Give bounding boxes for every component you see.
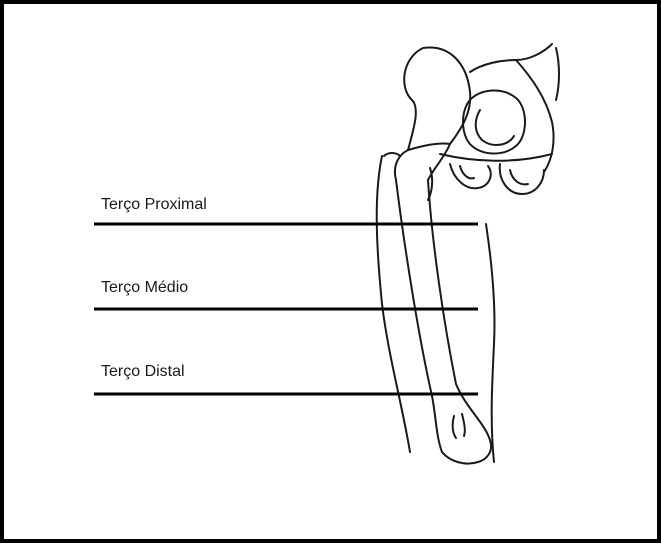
- ischium-inner: [510, 170, 528, 184]
- condyle-notch-2: [462, 414, 465, 436]
- femur-illustration: [4, 4, 661, 547]
- pubic-bone: [450, 164, 491, 188]
- label-terco-medio: Terço Médio: [101, 280, 188, 296]
- thigh-outline-right: [486, 224, 495, 462]
- label-terco-distal: Terço Distal: [101, 364, 185, 380]
- ischium: [500, 164, 544, 194]
- femur-shaft-right: [428, 144, 491, 462]
- trochanter: [384, 153, 400, 156]
- sacrum-edge: [556, 48, 559, 100]
- condyle-notch: [453, 416, 456, 438]
- femoral-head: [404, 47, 470, 150]
- distal-femur: [442, 452, 478, 464]
- pelvis-rim: [440, 154, 552, 161]
- label-terco-proximal: Terço Proximal: [101, 197, 207, 213]
- pelvis-ilium: [470, 44, 552, 72]
- pelvis-ring-inner: [476, 110, 514, 145]
- thigh-outline-left: [377, 156, 410, 452]
- pubic-bone-inner: [460, 166, 474, 178]
